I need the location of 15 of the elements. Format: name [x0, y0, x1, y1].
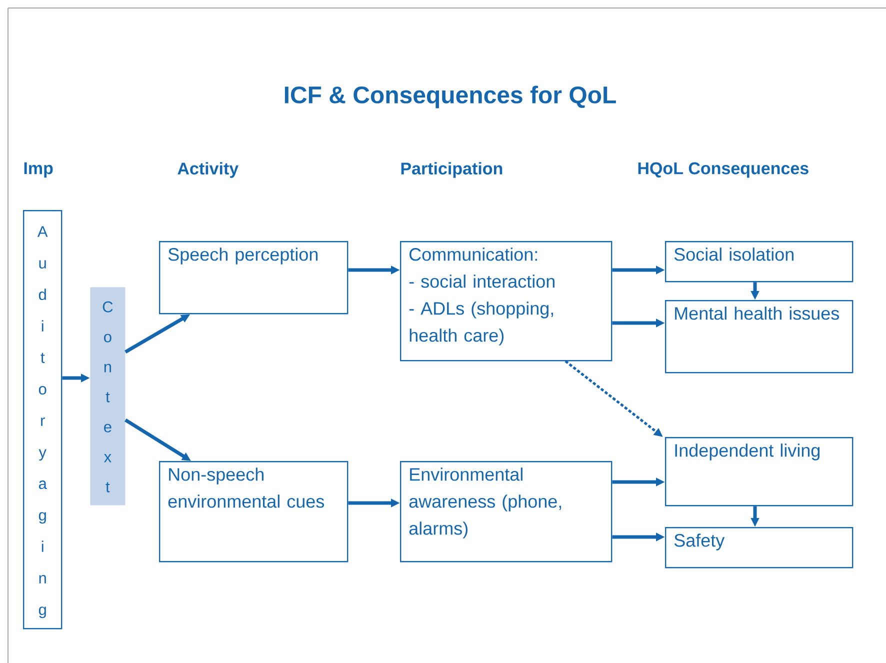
- text-box: Non-speech environmental cues: [159, 461, 348, 562]
- column-heading: HQoL Consequences: [638, 162, 808, 178]
- text-box: Communication: - social interaction - ADLs (shopping, health care): [400, 241, 612, 362]
- column-heading: Participation: [401, 162, 502, 178]
- column-heading: Imp: [24, 162, 53, 178]
- text-box: Environmental awareness (phone, alarms): [400, 461, 612, 562]
- column-heading: Activity: [178, 162, 239, 178]
- title: ICF & Consequences for QoL: [284, 86, 616, 108]
- context-band: Context: [90, 287, 126, 506]
- text-box: Independent living: [665, 437, 854, 506]
- text-box: Speech perception: [159, 241, 348, 314]
- text-box: Safety: [665, 527, 854, 568]
- vertical-text-box: Auditory aging: [23, 210, 62, 630]
- text-box: Social isolation: [665, 241, 854, 282]
- text-box: Mental health issues: [665, 300, 854, 374]
